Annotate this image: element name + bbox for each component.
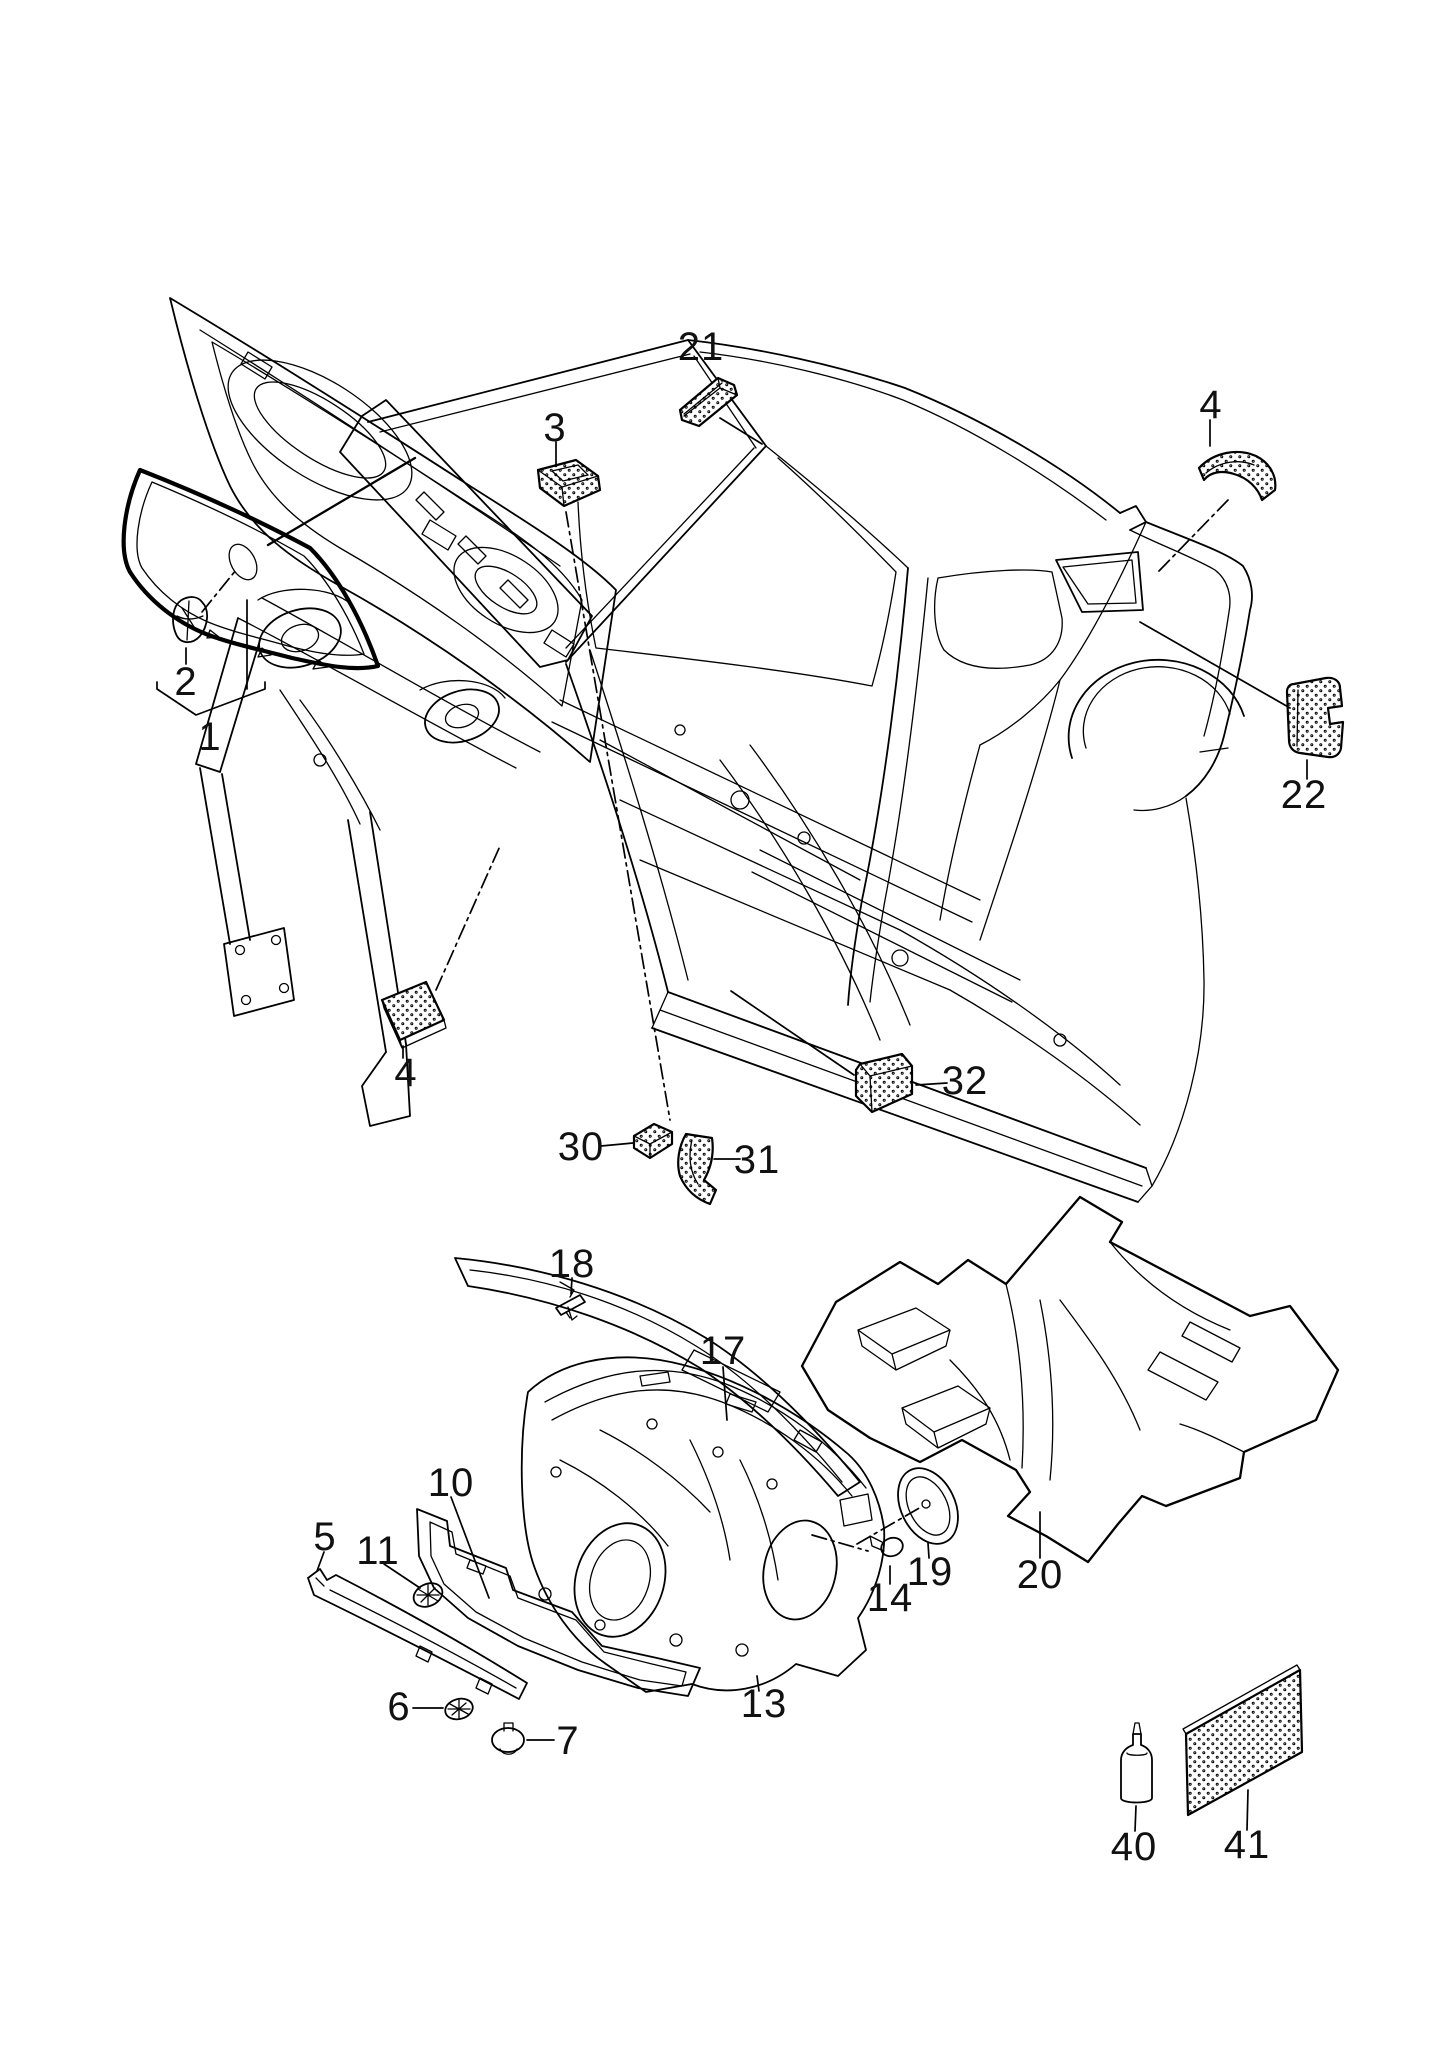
callout-22[interactable]: 22 <box>1280 773 1328 817</box>
callout-20[interactable]: 20 <box>1016 1553 1064 1597</box>
floor-carpet-20 <box>800 1195 1340 1564</box>
callout-7[interactable]: 7 <box>556 1719 580 1763</box>
damping-strip-4-rear <box>1197 450 1277 502</box>
damping-pad-22 <box>1285 676 1345 759</box>
leader-lines <box>156 417 1308 1832</box>
callout-40[interactable]: 40 <box>1110 1825 1158 1869</box>
push-plug-7 <box>491 1722 525 1755</box>
foam-block-3 <box>536 458 602 508</box>
car-body-shell <box>195 339 1253 1203</box>
sill-insulation-5 <box>307 1568 528 1700</box>
cover-pad-19 <box>897 1467 959 1545</box>
callout-3[interactable]: 3 <box>543 406 567 450</box>
callout-18[interactable]: 18 <box>548 1242 596 1286</box>
dash-insulation-13 <box>520 1356 886 1693</box>
callout-31[interactable]: 31 <box>733 1138 781 1182</box>
insulation-panel-10 <box>416 1508 701 1697</box>
retainer-pin-14 <box>869 1535 904 1558</box>
grommet-6 <box>444 1697 474 1721</box>
callout-13[interactable]: 13 <box>740 1682 788 1726</box>
callout-21[interactable]: 21 <box>677 325 725 369</box>
callout-14[interactable]: 14 <box>866 1576 914 1620</box>
callout-11[interactable]: 11 <box>356 1529 400 1573</box>
damping-pad-4-front <box>380 980 447 1049</box>
grommet-11 <box>412 1582 444 1608</box>
sound-absorber-sheet-41 <box>1182 1664 1304 1817</box>
foam-block-32 <box>854 1052 914 1114</box>
hood-panel <box>169 297 617 763</box>
foam-wedge-31 <box>677 1132 718 1206</box>
callout-4-rear[interactable]: 4 <box>1199 383 1223 427</box>
callout-2[interactable]: 2 <box>174 660 198 704</box>
callout-32[interactable]: 32 <box>941 1059 989 1103</box>
callout-17[interactable]: 17 <box>699 1329 747 1373</box>
foam-cube-30 <box>632 1122 674 1160</box>
callout-4-front[interactable]: 4 <box>394 1051 418 1095</box>
callout-30[interactable]: 30 <box>557 1125 605 1169</box>
callout-1[interactable]: 1 <box>198 715 222 759</box>
adhesive-bottle-40 <box>1120 1722 1153 1804</box>
callout-41[interactable]: 41 <box>1223 1823 1271 1867</box>
callout-6[interactable]: 6 <box>387 1685 411 1729</box>
callout-10[interactable]: 10 <box>427 1461 475 1505</box>
callout-5[interactable]: 5 <box>313 1515 337 1559</box>
callout-19[interactable]: 19 <box>906 1550 954 1594</box>
hinge-clip <box>172 596 208 644</box>
cowl-insulation-17 <box>454 1257 861 1497</box>
foam-bar-21 <box>678 376 739 428</box>
cowl-clip-18 <box>555 1294 586 1321</box>
